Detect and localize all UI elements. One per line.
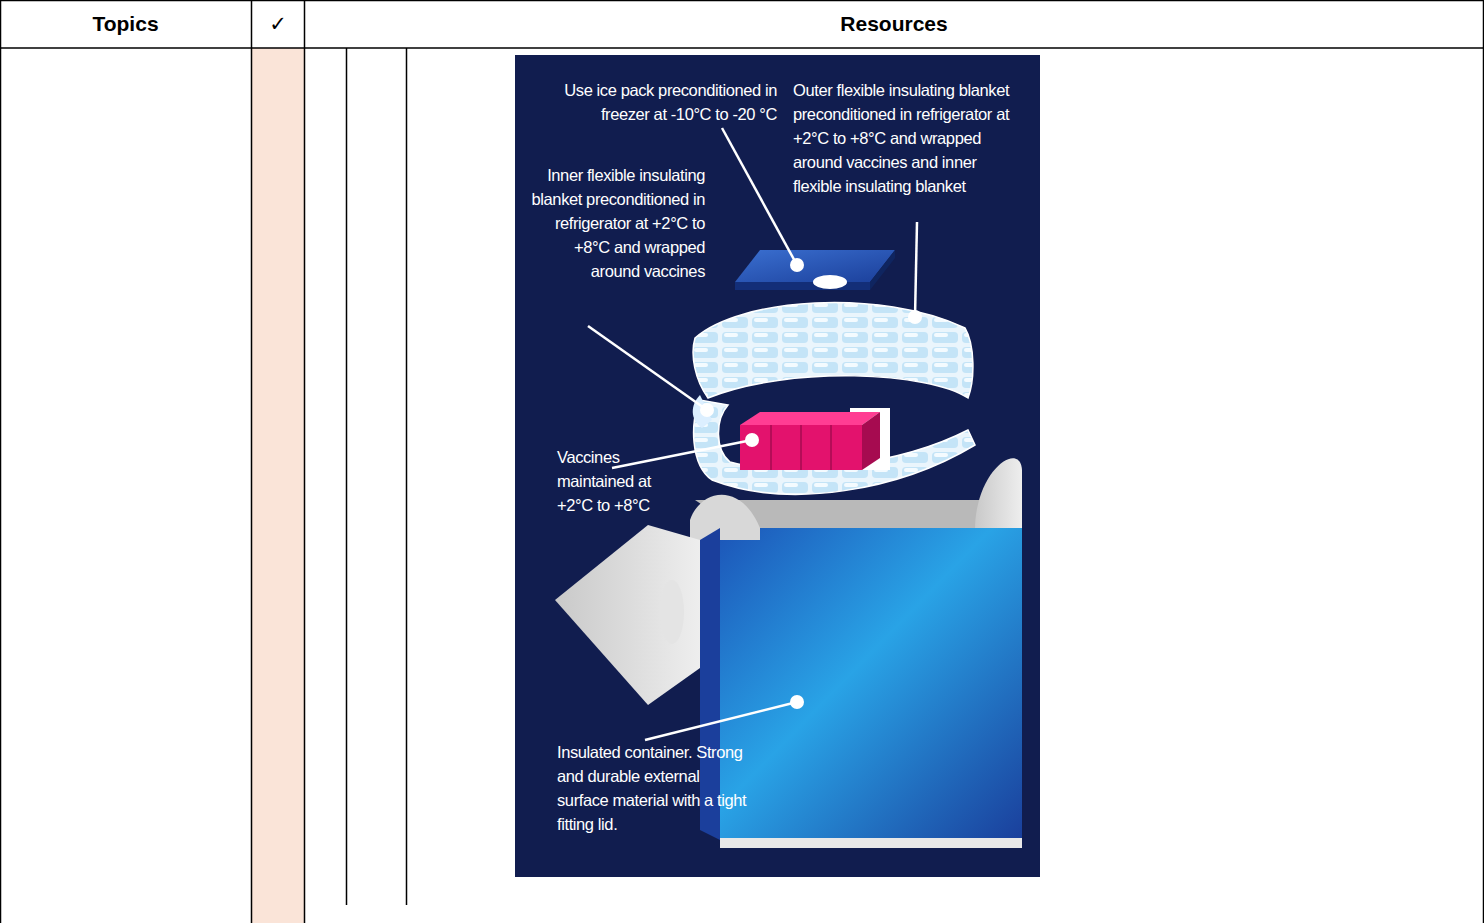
container-front xyxy=(720,528,1022,840)
table-line xyxy=(251,0,253,923)
column-header: ✓ xyxy=(252,0,304,48)
vaccine-divider xyxy=(770,425,772,470)
vaccine-dividers xyxy=(771,425,831,470)
table-line xyxy=(1,0,1484,1)
vaccine-side xyxy=(862,412,880,470)
leader-line xyxy=(915,222,917,317)
leader-dot xyxy=(908,310,922,324)
table-line xyxy=(1483,0,1484,923)
lid-handle xyxy=(660,580,684,644)
callout-label: Vaccines maintained at +2°C to +8°C xyxy=(557,445,652,517)
ice-pack xyxy=(735,250,895,290)
inner-blanket xyxy=(694,400,975,494)
leader-line xyxy=(588,326,707,410)
table-line xyxy=(406,48,408,905)
open-lid xyxy=(555,525,700,705)
callout-label: Outer flexible insulating blanket precon… xyxy=(793,78,1025,198)
vaccines xyxy=(740,408,890,470)
ice-pack-top xyxy=(735,250,895,282)
vaccine-front xyxy=(740,425,862,470)
leader-dots xyxy=(700,258,922,709)
ice-pack-edge xyxy=(735,282,870,290)
outer-blanket-shape xyxy=(693,303,973,398)
table-line xyxy=(304,0,306,923)
vaccine-top xyxy=(740,412,880,425)
leader-dot xyxy=(700,403,714,417)
column-header: Resources xyxy=(305,0,1483,48)
callout-label: Use ice pack preconditioned in freezer a… xyxy=(543,78,777,126)
ice-pack-edge xyxy=(870,250,895,290)
insulated-container xyxy=(555,458,1022,848)
inner-blanket-shape xyxy=(694,400,975,494)
background-panel xyxy=(515,55,1040,877)
callout-label: Inner flexible insulating blanket precon… xyxy=(530,163,705,283)
leader-line xyxy=(645,702,797,740)
vaccine-divider xyxy=(830,425,832,470)
leader-dot xyxy=(790,258,804,272)
leader-dot xyxy=(790,695,804,709)
vaccine-divider xyxy=(800,425,802,470)
lid-end xyxy=(975,458,1022,530)
table-line xyxy=(0,47,1484,49)
leader-dot xyxy=(745,433,759,447)
check-column xyxy=(252,48,304,923)
leader-line xyxy=(612,440,752,468)
callout-label: Insulated container. Strong and durable … xyxy=(557,740,747,836)
leader-line xyxy=(722,128,797,265)
container-base xyxy=(720,838,1022,848)
table-line xyxy=(0,0,1,923)
outer-blanket xyxy=(693,303,973,428)
table-line xyxy=(346,48,348,905)
ice-pack-cap xyxy=(813,275,847,289)
lid-end xyxy=(690,495,760,540)
column-header: Topics xyxy=(0,0,251,48)
